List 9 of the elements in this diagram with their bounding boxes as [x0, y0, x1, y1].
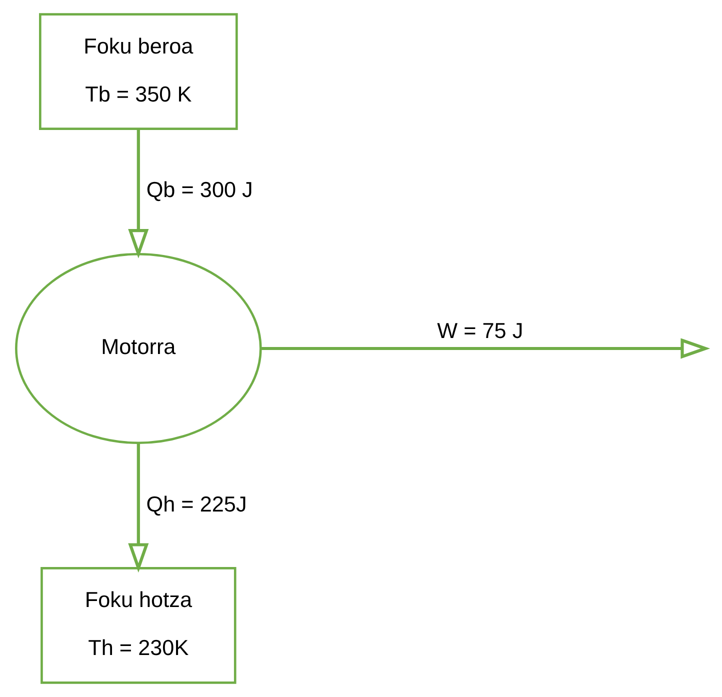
edge-label: W = 75 J: [436, 318, 523, 343]
node-box: Foku hotza Th = 230K: [40, 567, 236, 684]
node-ellipse: Motorra: [14, 252, 262, 444]
node-box: Foku beroa Tb = 350 K: [38, 13, 238, 130]
edge-label: Qh = 225J: [146, 491, 246, 516]
edge-label: Qb = 300 J: [146, 177, 252, 202]
arrow: [260, 338, 710, 359]
arrow: [128, 444, 148, 573]
arrow: [128, 129, 148, 258]
